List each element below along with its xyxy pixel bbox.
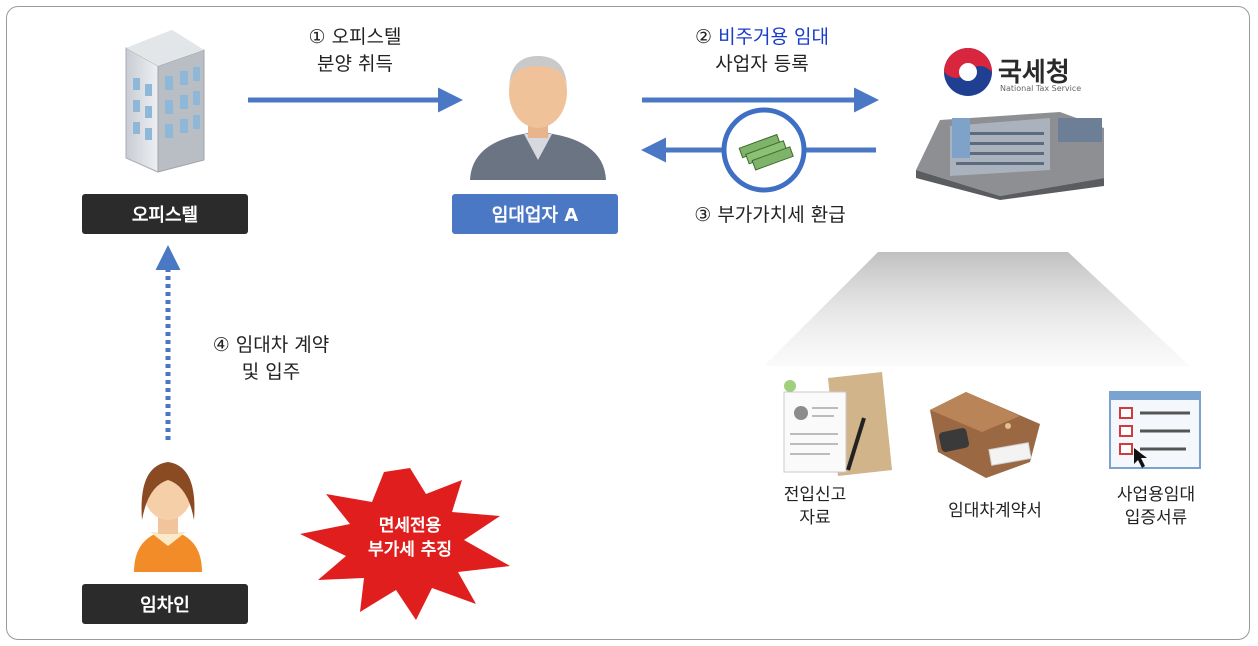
lease-contract-doc-icon bbox=[930, 392, 1040, 478]
step4-label: ④ 임대차 계약 및 입주 bbox=[186, 332, 356, 386]
step4-line1: ④ 임대차 계약 bbox=[212, 334, 330, 356]
burst-line1: 면세전용 bbox=[378, 516, 442, 536]
landlord-node-label: 임대업자 A bbox=[452, 194, 618, 234]
tenant-node-label: 임차인 bbox=[82, 584, 248, 624]
tenant-person-icon bbox=[134, 462, 202, 572]
step1-label: ① 오피스텔 분양 취득 bbox=[270, 24, 440, 78]
burst-text: 면세전용 부가세 추징 bbox=[330, 514, 490, 562]
doc2-label: 임대차계약서 bbox=[948, 501, 1042, 521]
step2-highlight: 비주거용 임대 bbox=[718, 26, 829, 48]
doc3-line2: 입증서류 bbox=[1124, 508, 1188, 528]
burst-line2: 부가세 추징 bbox=[367, 540, 453, 560]
spotlight-beam bbox=[764, 252, 1190, 366]
nts-logo-icon bbox=[944, 48, 992, 96]
step1-line2: 분양 취득 bbox=[317, 53, 393, 75]
resident-report-doc-icon bbox=[783, 372, 892, 476]
officetel-node-label: 오피스텔 bbox=[82, 194, 248, 234]
step2-line2: 사업자 등록 bbox=[715, 53, 809, 75]
landlord-person-icon bbox=[470, 56, 606, 180]
step2-label: ② 비주거용 임대 사업자 등록 bbox=[652, 24, 872, 78]
step1-line1: 오피스텔 bbox=[331, 26, 402, 48]
doc1-line1: 전입신고 bbox=[783, 485, 847, 505]
tax-burst-shape bbox=[300, 468, 510, 620]
nts-logo-text: 국세청 bbox=[998, 58, 1070, 88]
checklist-doc-icon bbox=[1109, 391, 1201, 469]
doc3-label: 사업용임대 입증서류 bbox=[1094, 484, 1218, 530]
step1-number: ① bbox=[308, 26, 326, 48]
step3-label: ③ 부가가치세 환급 bbox=[694, 204, 846, 226]
nts-building-icon bbox=[916, 112, 1104, 200]
step2-number: ② bbox=[694, 26, 713, 48]
doc1-line2: 자료 bbox=[799, 508, 831, 528]
doc1-label: 전입신고 자료 bbox=[760, 484, 870, 530]
doc3-line1: 사업용임대 bbox=[1116, 485, 1196, 505]
nts-logo-subtext: National Tax Service bbox=[1000, 84, 1082, 93]
building-icon bbox=[125, 30, 205, 173]
step4-line2: 및 입주 bbox=[241, 361, 301, 383]
money-icon bbox=[721, 107, 807, 193]
